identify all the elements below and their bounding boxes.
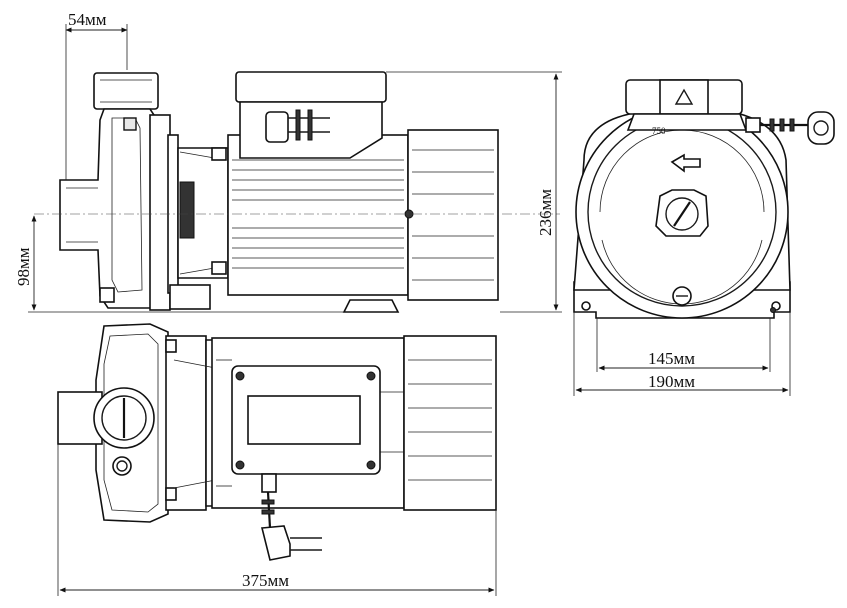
dimension-54-label: 54мм xyxy=(68,10,107,29)
dimension-236-label: 236мм xyxy=(536,189,555,236)
dimension-190-label: 190мм xyxy=(648,372,695,391)
front-view-power-cable xyxy=(745,111,835,145)
dimension-base-inner: 145мм xyxy=(596,318,771,372)
dimension-inlet-offset: 54мм xyxy=(65,10,128,180)
side-view-cable-gland xyxy=(265,109,330,143)
dimension-375-label: 375мм xyxy=(242,571,289,590)
side-view-cooling-fins xyxy=(232,149,494,281)
top-view-power-cable xyxy=(260,473,322,561)
dimension-98-label: 98мм xyxy=(14,247,33,286)
dimension-145-label: 145мм xyxy=(648,349,695,368)
dimension-total-length: 375мм xyxy=(57,444,497,596)
dimension-shaft-height: 98мм xyxy=(14,215,344,313)
top-view-cooling-fins xyxy=(216,359,492,487)
dimension-total-height: 236мм xyxy=(386,71,562,313)
side-view xyxy=(59,71,499,313)
dimension-base-outer: 190мм xyxy=(573,312,791,396)
front-view: 750 xyxy=(573,79,835,319)
top-view xyxy=(57,323,497,561)
front-view-motor-label: 750 xyxy=(652,126,666,136)
